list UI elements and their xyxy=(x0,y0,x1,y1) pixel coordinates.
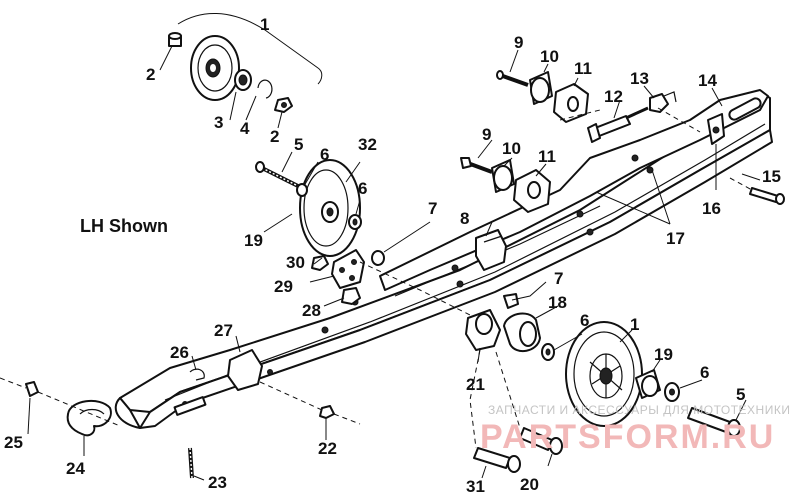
callout-16: 16 xyxy=(702,199,721,218)
watermark-tagline: ЗАПЧАСТИ И АКСЕССУАРЫ ДЛЯ МОТОТЕХНИКИ xyxy=(488,403,790,417)
bolt-25 xyxy=(25,381,39,397)
nut-13 xyxy=(649,91,677,113)
caption-lh-shown: LH Shown xyxy=(80,216,168,236)
callout-14: 14 xyxy=(698,71,717,90)
callout-1-upper: 1 xyxy=(260,15,269,34)
bolt-5-upper xyxy=(255,161,299,188)
callout-10-lower: 10 xyxy=(502,139,521,158)
callout-9-upper: 9 xyxy=(514,33,523,52)
bolt-2-upper xyxy=(168,32,182,47)
pad-27 xyxy=(227,349,263,391)
block-11-upper xyxy=(553,83,589,123)
callout-8: 8 xyxy=(460,209,469,228)
callout-7-upper: 7 xyxy=(428,199,437,218)
nut-2-lower xyxy=(274,97,293,113)
slide-rail xyxy=(114,89,773,429)
callout-6-c: 6 xyxy=(580,311,589,330)
bolt-12 xyxy=(587,106,649,143)
bolt-31 xyxy=(473,447,521,473)
watermark-brand: PARTSFORM.RU xyxy=(480,418,775,456)
callout-9-lower: 9 xyxy=(482,125,491,144)
callout-6-a: 6 xyxy=(320,145,329,164)
bolt-9-lower xyxy=(460,157,493,174)
callout-2-upper: 2 xyxy=(146,65,155,84)
nut-28 xyxy=(341,287,361,305)
bracket-16 xyxy=(707,113,725,145)
washer-7-upper xyxy=(371,250,385,266)
washer-6-middle xyxy=(348,214,362,230)
wheel-bearing xyxy=(234,69,252,91)
callout-19-lower: 19 xyxy=(654,345,673,364)
callout-24: 24 xyxy=(66,459,85,478)
callout-13: 13 xyxy=(630,69,649,88)
callout-17: 17 xyxy=(666,229,685,248)
idler-wheel-upper xyxy=(190,35,240,101)
callout-5-upper: 5 xyxy=(294,135,303,154)
plate-29 xyxy=(331,249,365,289)
bracket-21 xyxy=(465,309,501,351)
bolt-15 xyxy=(749,187,785,205)
callout-12: 12 xyxy=(604,87,623,106)
callout-4: 4 xyxy=(240,119,250,138)
washer-6-lower-right xyxy=(664,382,680,402)
washer-6-upper xyxy=(296,183,308,197)
callout-27: 27 xyxy=(214,321,233,340)
nut-30 xyxy=(311,255,329,271)
callout-31: 31 xyxy=(466,477,485,495)
callout-15: 15 xyxy=(762,167,781,186)
bumper-18 xyxy=(503,312,541,353)
callout-5-lower: 5 xyxy=(736,385,745,404)
callout-20: 20 xyxy=(520,475,539,494)
washer-7-lower xyxy=(503,293,519,309)
callout-22: 22 xyxy=(318,439,337,458)
callout-23: 23 xyxy=(208,473,227,492)
callout-21: 21 xyxy=(466,375,485,394)
idler-wheel-lower xyxy=(565,321,643,427)
bolt-5-lower xyxy=(687,407,741,437)
callout-29: 29 xyxy=(274,277,293,296)
callout-1-lower: 1 xyxy=(630,315,639,334)
bolt-9-upper xyxy=(496,70,529,87)
ski-tip-24 xyxy=(66,399,112,437)
callout-26: 26 xyxy=(170,343,189,362)
pad-8 xyxy=(475,229,507,271)
idler-wheel-middle xyxy=(299,159,361,257)
callout-32: 32 xyxy=(358,135,377,154)
callout-11-upper: 11 xyxy=(574,59,592,78)
callout-11-lower: 11 xyxy=(538,147,556,166)
callout-7-lower: 7 xyxy=(554,269,563,288)
callout-28: 28 xyxy=(302,301,321,320)
callout-2-lower: 2 xyxy=(270,127,279,146)
bolt-20 xyxy=(519,427,563,455)
spacer-19-lower xyxy=(635,369,661,399)
block-11-lower xyxy=(513,169,551,213)
nut-22 xyxy=(319,405,335,419)
callout-6-b: 6 xyxy=(358,179,367,198)
callout-25: 25 xyxy=(4,433,23,452)
spacer-10-upper xyxy=(529,71,553,105)
callout-18: 18 xyxy=(548,293,567,312)
clip-26 xyxy=(189,368,205,381)
washer-6-lower-left xyxy=(541,343,555,361)
spacer-10-lower xyxy=(491,159,515,193)
callout-30: 30 xyxy=(286,253,305,272)
callout-3: 3 xyxy=(214,113,223,132)
bolt-23 xyxy=(188,447,194,479)
callout-6-d: 6 xyxy=(700,363,709,382)
retaining-ring xyxy=(257,79,273,99)
callout-10-upper: 10 xyxy=(540,47,559,66)
callout-19-upper: 19 xyxy=(244,231,263,250)
